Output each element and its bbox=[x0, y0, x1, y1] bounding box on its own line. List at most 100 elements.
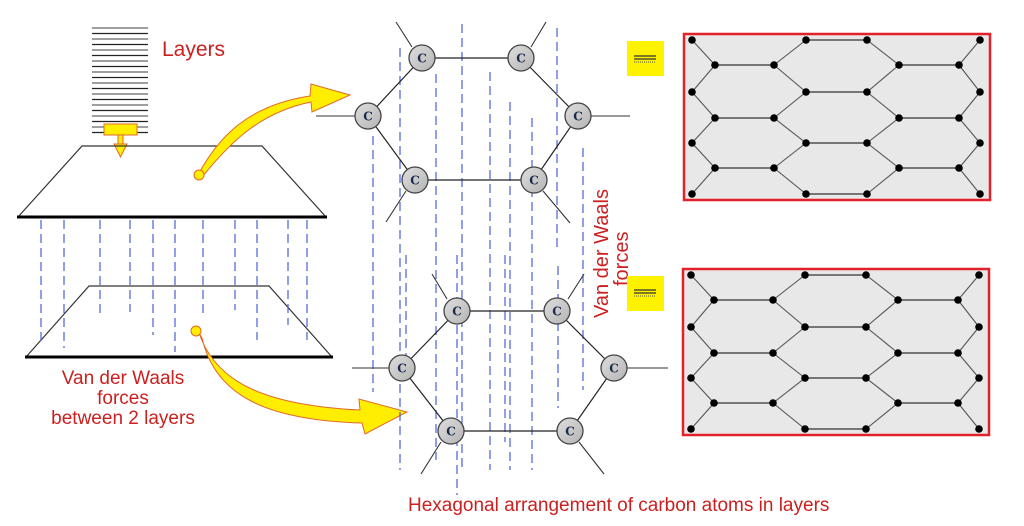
lattice-bond bbox=[691, 39, 716, 66]
carbon-atom: C bbox=[520, 166, 548, 194]
lattice-bond bbox=[957, 377, 980, 404]
lattice-bond bbox=[691, 91, 716, 119]
lattice-atom bbox=[802, 139, 810, 147]
vdw-vertical-line1: Van der Waals bbox=[591, 189, 613, 318]
lattice-bond bbox=[691, 117, 716, 144]
carbon-atom: C bbox=[354, 102, 382, 130]
carbon-atom: C bbox=[556, 417, 584, 445]
lattice-atom bbox=[862, 374, 870, 382]
lattice-atom bbox=[863, 88, 871, 96]
lattice-atom bbox=[976, 139, 984, 147]
lattice-bond bbox=[957, 352, 980, 379]
lattice-atom bbox=[769, 399, 777, 407]
lattice-bond bbox=[957, 299, 980, 328]
lattice-bond bbox=[690, 326, 715, 354]
bond-stub bbox=[542, 190, 571, 224]
carbon-atom: C bbox=[600, 354, 628, 382]
upper-curved-arrow bbox=[193, 83, 352, 181]
lattice-atom bbox=[863, 190, 871, 198]
lattice-bond bbox=[865, 326, 899, 354]
lower-equals-box bbox=[627, 276, 664, 311]
atom-circle bbox=[401, 166, 429, 194]
layer-stack bbox=[92, 27, 148, 134]
atom-circle bbox=[354, 102, 382, 130]
lattice-bond bbox=[772, 299, 806, 328]
lattice-atom bbox=[711, 164, 719, 172]
lower-lattice-panel bbox=[681, 267, 991, 437]
atom-circle bbox=[437, 417, 465, 445]
lattice-bond bbox=[957, 274, 980, 301]
atom-symbol: C bbox=[565, 425, 575, 439]
lattice-bond bbox=[772, 402, 806, 430]
layer-pointer-arrow bbox=[103, 123, 138, 159]
lattice-atom bbox=[770, 114, 778, 122]
lattice-atom bbox=[710, 399, 718, 407]
carbon-atom: C bbox=[408, 44, 436, 72]
atom-symbol: C bbox=[609, 362, 619, 376]
lattice-atom bbox=[710, 296, 718, 304]
atom-symbol: C bbox=[552, 305, 562, 319]
atom-symbol: C bbox=[446, 425, 456, 439]
lattice-atom bbox=[687, 374, 695, 382]
lattice-atom bbox=[975, 323, 983, 331]
bond-stub bbox=[385, 190, 407, 223]
lattice-bond bbox=[957, 326, 980, 354]
bond-stub bbox=[567, 273, 585, 300]
carbon-atom: C bbox=[401, 166, 429, 194]
lower-layer-plane bbox=[25, 285, 333, 359]
vdw-vertical-label: Van der Waals forces bbox=[591, 189, 633, 318]
lattice-bond bbox=[772, 352, 806, 379]
carbon-atom: C bbox=[437, 417, 465, 445]
lattice-bond bbox=[865, 402, 899, 430]
lattice-bond bbox=[866, 167, 900, 195]
upper-equals-box bbox=[627, 41, 664, 76]
bond-stub bbox=[431, 273, 448, 300]
lattice-bond bbox=[773, 64, 807, 93]
lattice-atom bbox=[688, 88, 696, 96]
lattice-bond bbox=[958, 167, 981, 195]
lattice-atom bbox=[862, 271, 870, 279]
bond-stub bbox=[530, 21, 547, 48]
lattice-atom bbox=[894, 296, 902, 304]
lattice-bond bbox=[773, 167, 807, 195]
lattice-atom bbox=[770, 164, 778, 172]
equals-icon bbox=[634, 55, 656, 63]
lattice-atom bbox=[975, 374, 983, 382]
layers-label: Layers bbox=[162, 38, 225, 61]
atom-circle bbox=[388, 354, 416, 382]
lattice-atom bbox=[863, 36, 871, 44]
lattice-bond bbox=[866, 117, 900, 144]
lattice-bond bbox=[957, 402, 980, 430]
lattice-bond bbox=[772, 326, 806, 354]
atom-circle bbox=[507, 44, 535, 72]
lattice-bond bbox=[690, 402, 715, 430]
lattice-atom bbox=[976, 36, 984, 44]
lattice-atom bbox=[710, 349, 718, 357]
upper-layer-plane bbox=[17, 145, 327, 219]
lattice-atom bbox=[769, 296, 777, 304]
lattice-atom bbox=[955, 164, 963, 172]
lattice-bond bbox=[690, 274, 715, 301]
lattice-bond bbox=[773, 142, 807, 169]
atom-circle bbox=[520, 166, 548, 194]
lattice-atom bbox=[801, 271, 809, 279]
lattice-bond bbox=[773, 91, 807, 119]
lattice-bond bbox=[691, 64, 716, 93]
lattice-atom bbox=[895, 61, 903, 69]
lattice-bond bbox=[865, 274, 899, 301]
lattice-atom bbox=[862, 425, 870, 433]
lattice-atom bbox=[802, 36, 810, 44]
equals-icon bbox=[634, 289, 656, 297]
lattice-bond bbox=[691, 167, 716, 195]
carbon-atom: C bbox=[543, 297, 571, 325]
vdw-between-label: Van der Waals forces between 2 layers bbox=[51, 368, 195, 429]
lower-curved-arrow bbox=[190, 325, 409, 435]
lattice-bond bbox=[691, 142, 716, 169]
lattice-atom bbox=[802, 190, 810, 198]
lattice-border bbox=[682, 32, 992, 202]
atom-circle bbox=[564, 102, 592, 130]
bond-stub bbox=[395, 21, 413, 48]
